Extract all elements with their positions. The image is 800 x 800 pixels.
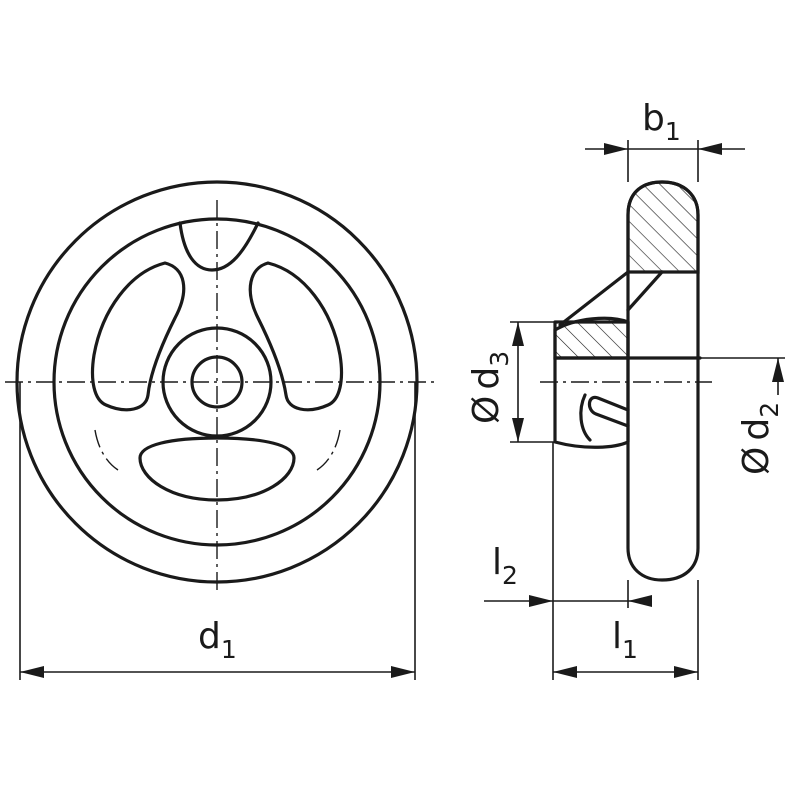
label-b1: b1 [642, 98, 681, 146]
window-bottom [138, 436, 296, 502]
front-view: d1 [5, 180, 435, 680]
label-l1: l1 [612, 616, 638, 664]
hidden-arc-right [316, 429, 341, 471]
window-upper-left [90, 261, 186, 412]
label-l2: l2 [492, 542, 518, 590]
side-view: b1 Ød3 Ød2 [466, 98, 785, 680]
dimension-b1: b1 [585, 98, 745, 182]
dimension-d2: Ød2 [700, 357, 785, 475]
label-d1: d1 [198, 616, 237, 664]
window-upper-right [248, 261, 344, 412]
dimension-d3: Ød3 [466, 321, 555, 443]
hub-curve [579, 393, 592, 442]
label-d3: Ød3 [466, 351, 514, 424]
dimension-d1: d1 [19, 382, 416, 680]
rim-section-hatch [626, 180, 700, 274]
top-spoke-notch [178, 221, 260, 272]
hub-profile [553, 320, 630, 449]
label-d2: Ød2 [736, 402, 784, 475]
dimension-l1: l1 [553, 580, 699, 680]
hub-slot [587, 395, 630, 428]
hidden-arc-left [94, 429, 119, 471]
dimension-l2: l2 [484, 442, 652, 680]
hub-section-hatch [553, 316, 630, 360]
spoke-profile [558, 270, 664, 327]
